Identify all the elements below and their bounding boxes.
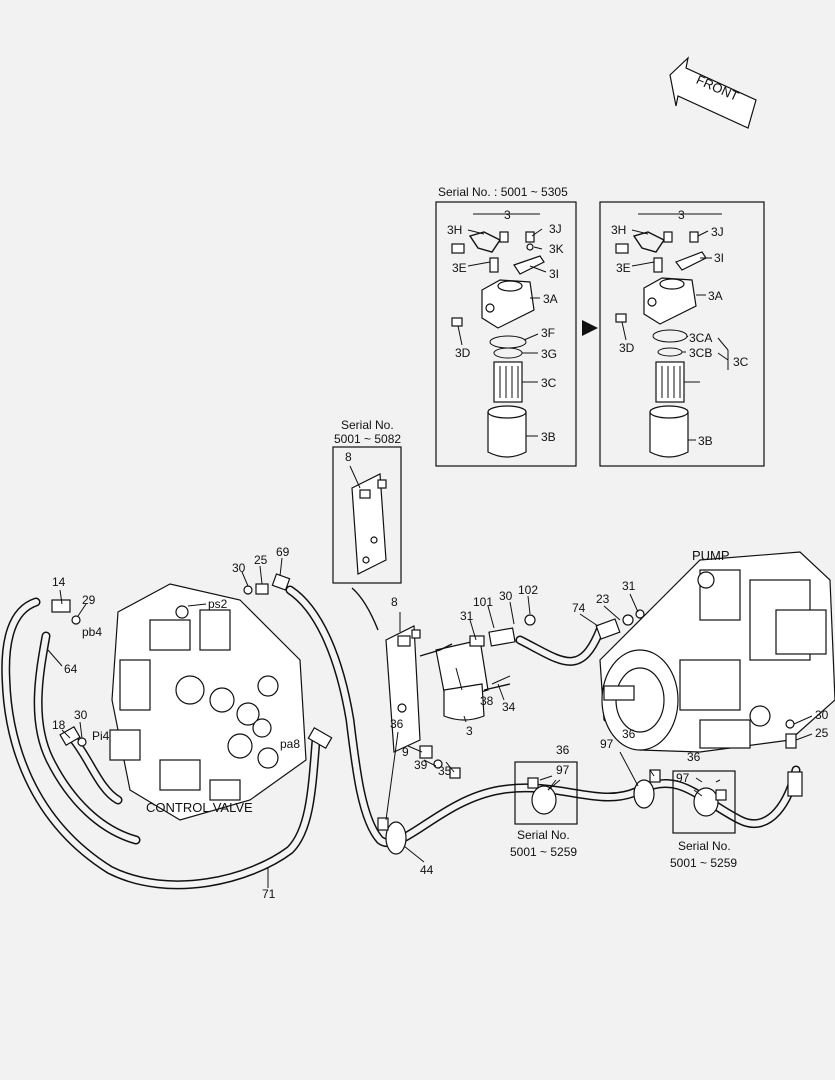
callout-34: 34 xyxy=(502,700,516,714)
callout-97-b: 97 xyxy=(600,737,614,751)
label-3C-right: 3C xyxy=(733,355,749,369)
pump xyxy=(599,551,835,753)
callout-9: 9 xyxy=(402,745,409,759)
control-valve-title: CONTROL VALVE xyxy=(146,800,253,815)
hose-clamps xyxy=(377,769,661,855)
change-arrow xyxy=(582,320,598,336)
callout-101: 101 xyxy=(473,595,493,609)
callout-labels: PUMP CONTROL VALVE ps2 pb4 pa8 Pi4 14 29… xyxy=(52,545,829,901)
detail-box-left: 3 3H xyxy=(435,201,577,467)
callout-30-c: 30 xyxy=(499,589,513,603)
callout-69: 69 xyxy=(276,545,290,559)
serial-8-box-label: 8 xyxy=(345,450,352,464)
label-3I-right: 3I xyxy=(714,251,724,265)
label-3B-right: 3B xyxy=(698,434,713,448)
label-3CB-right: 3CB xyxy=(689,346,712,360)
callout-30-d: 30 xyxy=(815,708,829,722)
serial-box-8: Serial No. 5001 ~ 5082 8 xyxy=(332,418,402,631)
serial-8-line1: Serial No. xyxy=(341,418,394,432)
serial-8-line2: 5001 ~ 5082 xyxy=(334,432,401,446)
label-3J-left: 3J xyxy=(549,222,562,236)
callout-23: 23 xyxy=(596,592,610,606)
label-ps2: ps2 xyxy=(208,597,228,611)
callout-44: 44 xyxy=(420,863,434,877)
callout-14: 14 xyxy=(52,575,66,589)
serial-mid-line2: 5001 ~ 5259 xyxy=(510,845,577,859)
callout-64: 64 xyxy=(64,662,78,676)
leader-lines xyxy=(47,557,813,888)
callout-39: 39 xyxy=(414,758,428,772)
callout-102: 102 xyxy=(518,583,538,597)
callout-36-b: 36 xyxy=(556,743,570,757)
callout-30-a: 30 xyxy=(74,708,88,722)
label-3D-left: 3D xyxy=(455,346,471,360)
callout-31-a: 31 xyxy=(460,609,474,623)
callout-97-a: 97 xyxy=(556,763,570,777)
callout-71: 71 xyxy=(262,887,276,901)
callout-8: 8 xyxy=(391,595,398,609)
callout-29: 29 xyxy=(82,593,96,607)
serial-right-line1: Serial No. xyxy=(678,839,731,853)
callout-35: 35 xyxy=(438,764,452,778)
fittings xyxy=(51,573,803,797)
detail-box-right: 3 3H 3J 3E 3I 3A xyxy=(599,201,765,467)
serial-right-line2: 5001 ~ 5259 xyxy=(670,856,737,870)
serial-top-caption: Serial No. : 5001 ~ 5305 xyxy=(438,185,568,199)
label-3C-left: 3C xyxy=(541,376,557,390)
front-arrow: FRONT xyxy=(669,56,757,129)
label-3G-left: 3G xyxy=(541,347,557,361)
label-3CA-right: 3CA xyxy=(689,331,712,345)
callout-3: 3 xyxy=(466,724,473,738)
callout-25-a: 25 xyxy=(254,553,268,567)
box-left-title: 3 xyxy=(504,208,511,222)
label-3F-left: 3F xyxy=(541,326,555,340)
label-pi4: Pi4 xyxy=(92,729,110,743)
label-3D-right: 3D xyxy=(619,341,635,355)
callout-36-a: 36 xyxy=(390,717,404,731)
callout-18: 18 xyxy=(52,718,66,732)
callout-36-c: 36 xyxy=(622,727,636,741)
hose-lines xyxy=(1,585,801,890)
label-3A-right: 3A xyxy=(708,289,723,303)
filter-assembly xyxy=(385,609,645,779)
callout-36-d: 36 xyxy=(687,750,701,764)
label-3H-right: 3H xyxy=(611,223,626,237)
label-3I-left: 3I xyxy=(549,267,559,281)
label-3B-left: 3B xyxy=(541,430,556,444)
label-3J-right: 3J xyxy=(711,225,724,239)
label-3A-left: 3A xyxy=(543,292,558,306)
label-pa8: pa8 xyxy=(280,737,300,751)
control-valve xyxy=(109,583,307,821)
label-pb4: pb4 xyxy=(82,625,102,639)
label-3H-left: 3H xyxy=(447,223,462,237)
callout-74: 74 xyxy=(572,601,586,615)
callout-38: 38 xyxy=(480,694,494,708)
label-3E-right: 3E xyxy=(616,261,631,275)
callout-31-b: 31 xyxy=(622,579,636,593)
box-right-title: 3 xyxy=(678,208,685,222)
label-3K-left: 3K xyxy=(549,242,564,256)
label-3E-left: 3E xyxy=(452,261,467,275)
pump-title: PUMP xyxy=(692,548,730,563)
callout-30-b: 30 xyxy=(232,561,246,575)
serial-mid-line1: Serial No. xyxy=(517,828,570,842)
callout-25-b: 25 xyxy=(815,726,829,740)
callout-97-c: 97 xyxy=(676,771,690,785)
